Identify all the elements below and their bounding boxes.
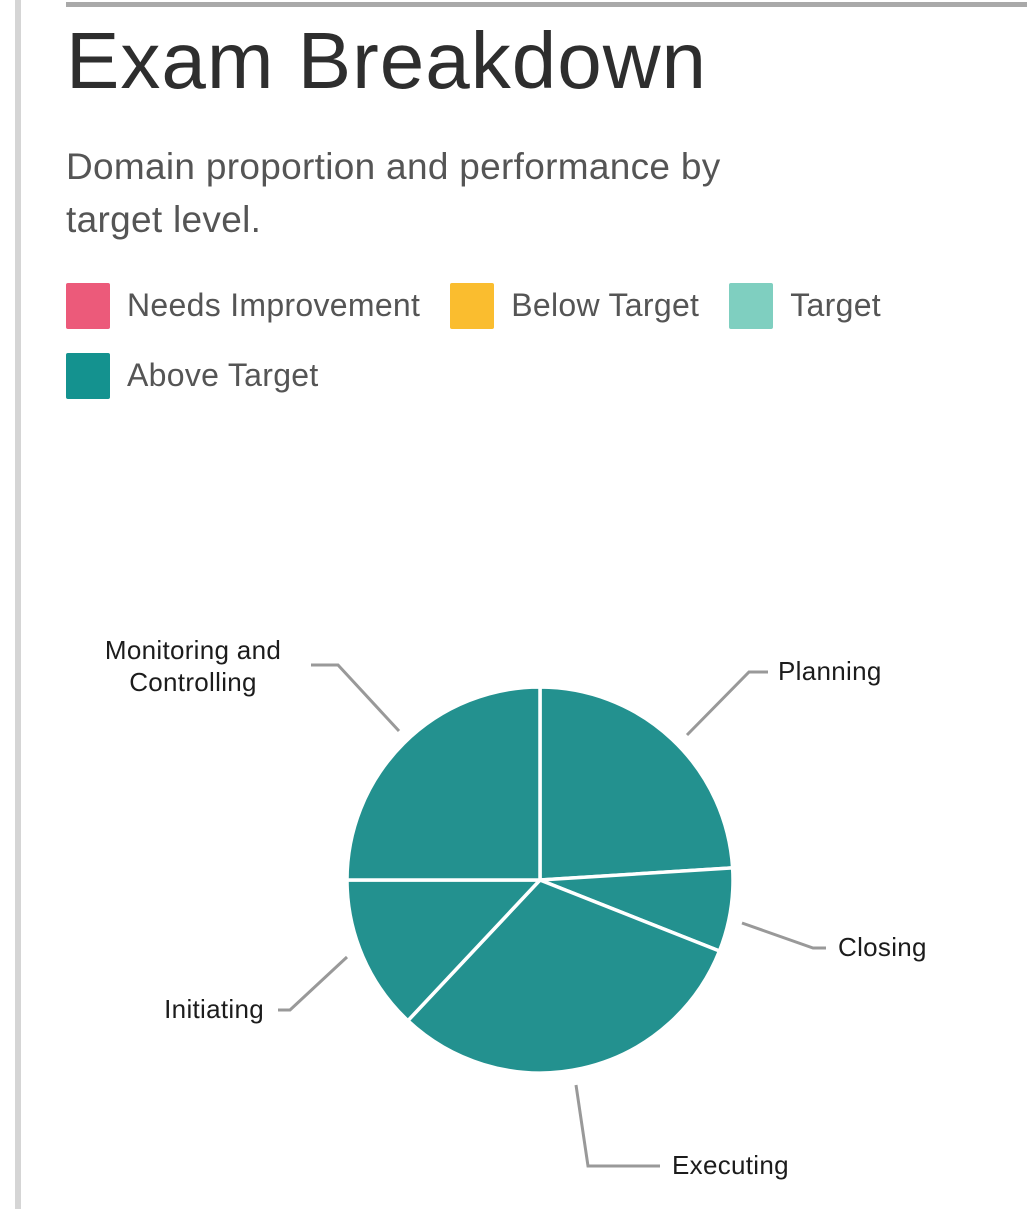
left-border-rule [15, 0, 21, 1209]
legend-label-target: Target [790, 287, 881, 324]
legend-item-above-target: Above Target [66, 352, 319, 399]
exam-breakdown-section: Exam Breakdown Domain proportion and per… [66, 0, 977, 399]
leader-line-initiating [278, 955, 349, 1012]
page-title: Exam Breakdown [66, 16, 707, 105]
legend-label-needs-improvement: Needs Improvement [127, 287, 421, 324]
legend-label-below-target: Below Target [511, 287, 700, 324]
legend-label-above-target: Above Target [127, 357, 319, 394]
slice-label-closing: Closing [838, 932, 927, 962]
legend-item-below-target: Below Target [450, 282, 700, 329]
top-border-rule [66, 2, 1027, 7]
leader-line-executing [574, 1084, 660, 1168]
leader-line-planning [685, 670, 768, 737]
pie-slice-initiating[interactable] [345, 878, 542, 1023]
legend-swatch-needs-improvement [66, 282, 110, 329]
slice-label-planning: Planning [778, 656, 882, 686]
pie-slice-executing[interactable] [406, 878, 722, 1075]
slice-label-executing: Executing [672, 1150, 789, 1180]
leader-line-closing [741, 921, 826, 950]
page-subtitle: Domain proportion and performance by tar… [66, 145, 721, 241]
slice-label-initiating: Initiating [164, 994, 264, 1024]
legend-item-needs-improvement: Needs Improvement [66, 282, 421, 329]
legend-swatch-target [729, 282, 774, 329]
chart-legend: Needs Improvement Below Target Target Ab… [66, 282, 977, 399]
pie-slice-planning[interactable] [538, 685, 735, 882]
legend-swatch-below-target [450, 282, 495, 329]
pie-slice-monitoring-and-controlling[interactable] [345, 685, 542, 882]
legend-swatch-above-target [66, 352, 110, 399]
legend-item-target: Target [729, 282, 881, 329]
leader-line-monitoring-and-controlling [311, 663, 401, 733]
